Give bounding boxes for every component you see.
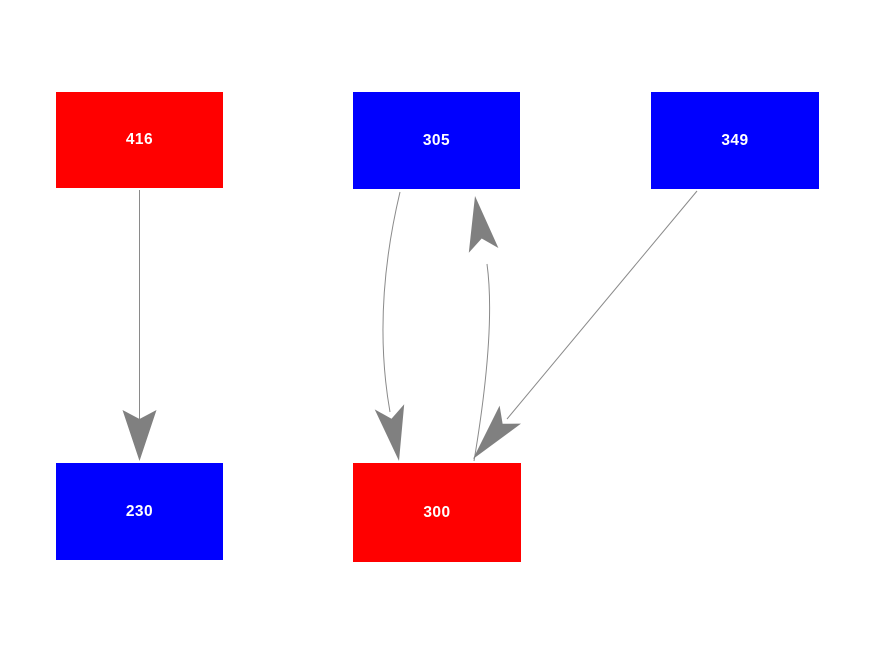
arrowhead-icon-349-to-300 bbox=[473, 405, 521, 459]
edge-line-305-to-300 bbox=[382, 191, 401, 413]
arrowhead-icon-416-to-230 bbox=[122, 410, 157, 461]
node-label-300: 300 bbox=[423, 503, 451, 521]
edge-line-349-to-300 bbox=[506, 190, 698, 420]
node-label-305: 305 bbox=[422, 131, 451, 149]
edge-line-300-to-305 bbox=[473, 263, 491, 462]
node-box-230: 230 bbox=[56, 463, 223, 560]
node-box-416: 416 bbox=[56, 92, 223, 188]
node-label-416: 416 bbox=[125, 131, 154, 149]
node-box-300: 300 bbox=[353, 463, 521, 562]
arrowhead-icon-300-to-305 bbox=[468, 196, 499, 253]
node-label-349: 349 bbox=[721, 131, 749, 149]
node-box-349: 349 bbox=[651, 92, 819, 189]
arrowhead-icon-305-to-300 bbox=[374, 404, 405, 461]
node-box-305: 305 bbox=[353, 92, 520, 189]
node-label-230: 230 bbox=[125, 502, 154, 520]
